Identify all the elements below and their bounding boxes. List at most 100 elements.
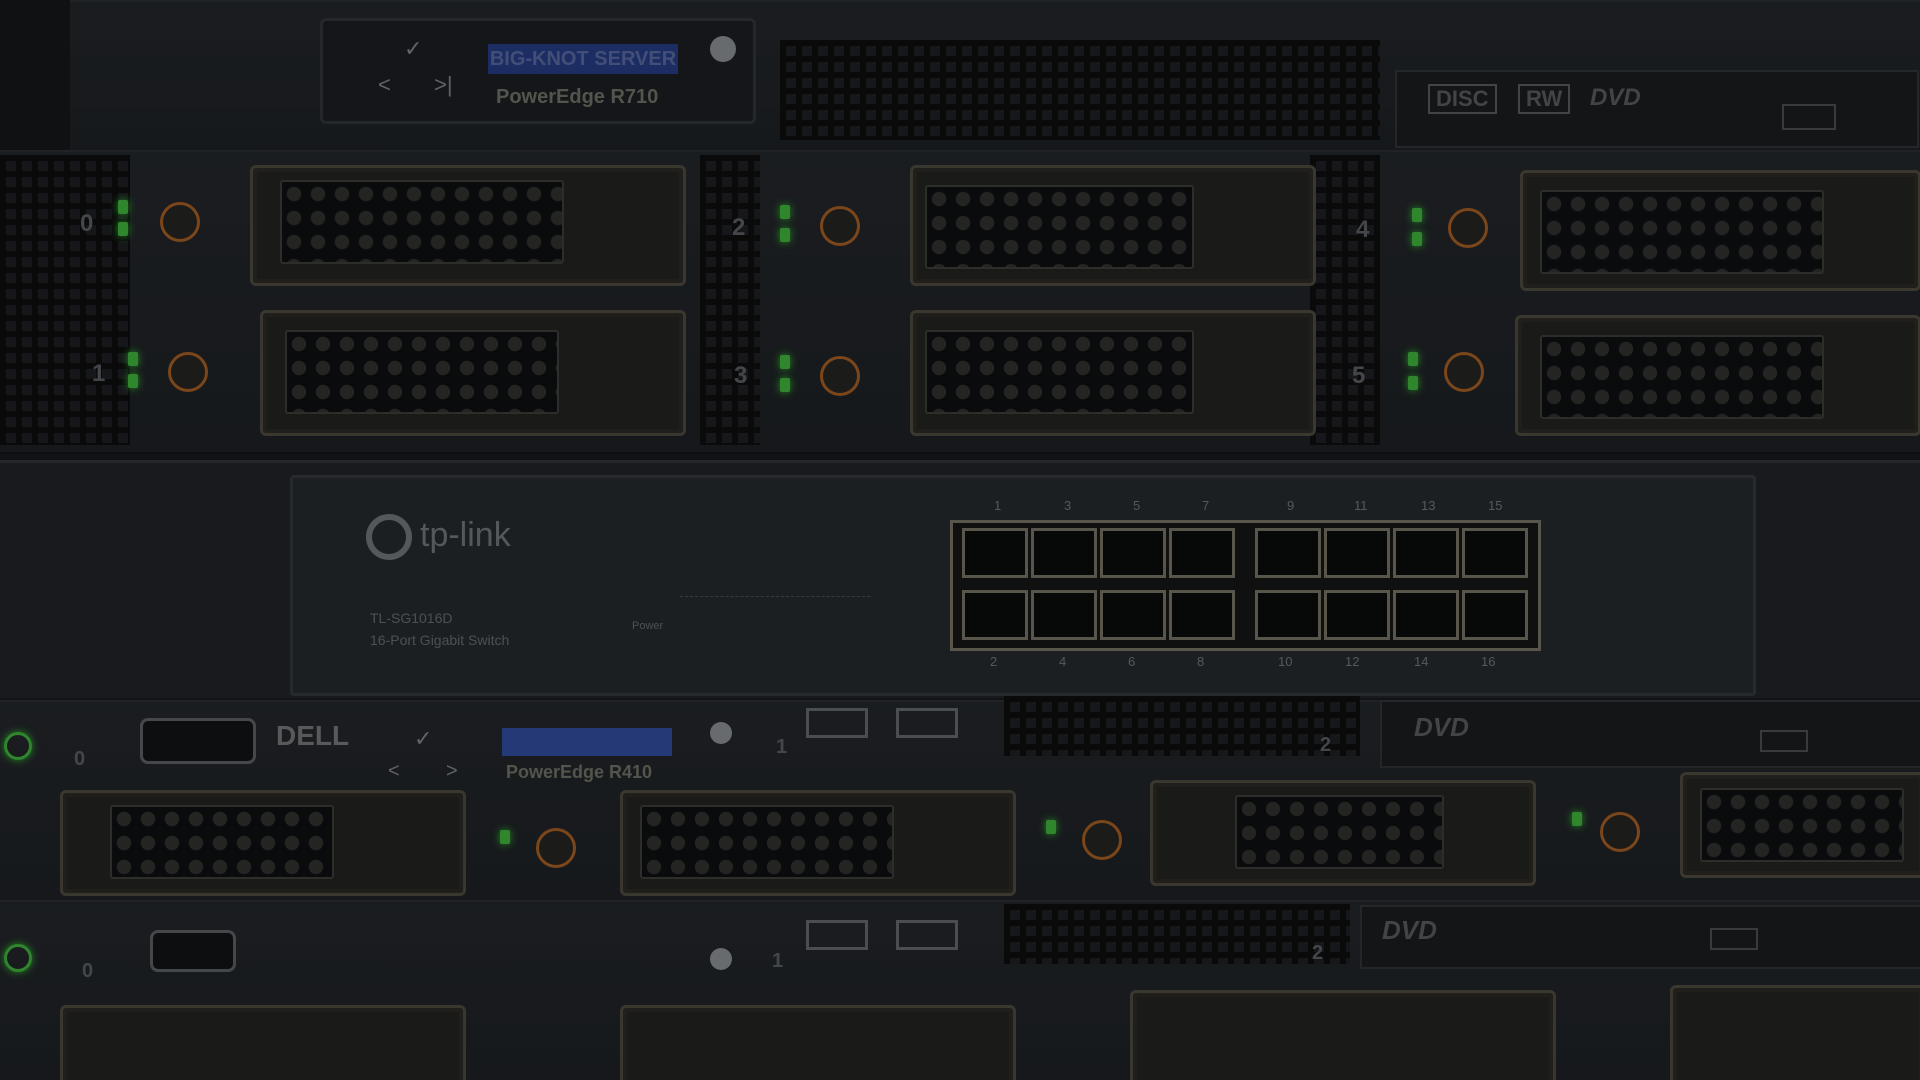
ethernet-port[interactable] (1393, 528, 1459, 578)
caddy-vent (1700, 788, 1904, 862)
bay-number-4: 4 (1356, 216, 1370, 243)
ethernet-port[interactable] (1169, 528, 1235, 578)
drive-release-button[interactable] (1448, 208, 1488, 248)
caddy-vent (1540, 335, 1824, 419)
vga-port (150, 930, 236, 972)
drive-release-button[interactable] (536, 828, 576, 868)
side-vent-mid (700, 155, 760, 445)
ethernet-port[interactable] (1324, 528, 1390, 578)
rw-logo: RW (1518, 84, 1571, 114)
ethernet-port[interactable] (1100, 590, 1166, 640)
system-id-button[interactable] (710, 948, 732, 970)
drive-led (1412, 208, 1422, 222)
system-id-button[interactable] (710, 36, 736, 62)
caddy-vent (285, 330, 559, 414)
front-vent-grill (780, 40, 1380, 140)
vga-port (140, 718, 256, 764)
dvd-logo: DVD (1382, 915, 1437, 945)
ethernet-port[interactable] (1169, 590, 1235, 640)
drive-release-button[interactable] (168, 352, 208, 392)
drive-led (1412, 232, 1422, 246)
bay-number-0: 0 (74, 748, 86, 770)
lcd-left-arrow-icon[interactable]: < (388, 760, 400, 782)
eject-button[interactable] (1710, 928, 1758, 950)
ethernet-port[interactable] (1393, 590, 1459, 640)
lcd-left-arrow-icon[interactable]: < (378, 72, 391, 97)
usb-port (896, 708, 958, 738)
power-button-icon[interactable] (4, 944, 32, 972)
dvd-logo: DVD (1590, 84, 1641, 111)
drive-release-button[interactable] (160, 202, 200, 242)
port-number: 14 (1414, 654, 1429, 669)
lcd-check-icon[interactable]: ✓ (414, 726, 433, 751)
ethernet-port[interactable] (1255, 590, 1321, 640)
port-number: 12 (1345, 654, 1360, 669)
port-number: 1 (994, 498, 1002, 513)
ethernet-port[interactable] (1255, 528, 1321, 578)
rack-rail-left (0, 0, 70, 150)
power-button-icon[interactable] (4, 732, 32, 760)
port-number: 16 (1481, 654, 1496, 669)
port-number: 10 (1278, 654, 1293, 669)
drive-led (780, 378, 790, 392)
drive-release-button[interactable] (1600, 812, 1640, 852)
bay-number-2: 2 (1320, 734, 1332, 756)
eject-button[interactable] (1782, 104, 1836, 130)
lcd-display-blank (502, 728, 672, 756)
lcd-right-arrow-icon[interactable]: >| (434, 72, 453, 97)
drive-release-button[interactable] (820, 356, 860, 396)
dell-logo: DELL (276, 720, 350, 751)
usb-port (806, 708, 868, 738)
drive-led (128, 374, 138, 388)
optical-drive (1360, 905, 1920, 969)
lcd-check-icon[interactable]: ✓ (404, 36, 423, 61)
front-vent-grill (1004, 904, 1350, 964)
drive-led (118, 200, 128, 214)
ethernet-port[interactable] (1324, 590, 1390, 640)
caddy-vent (925, 185, 1194, 269)
drive-release-button[interactable] (820, 206, 860, 246)
optical-drive (1395, 70, 1919, 148)
ethernet-port[interactable] (1031, 528, 1097, 578)
drive-led (780, 228, 790, 242)
drive-release-button[interactable] (1082, 820, 1122, 860)
drive-caddy[interactable] (1130, 990, 1556, 1080)
bay-number-3: 3 (734, 362, 748, 389)
port-number: 3 (1064, 498, 1072, 513)
dvd-logo: DVD (1414, 712, 1469, 742)
drive-caddy[interactable] (1670, 985, 1920, 1080)
drive-led (1408, 352, 1418, 366)
port-number: 15 (1488, 498, 1503, 513)
led-divider (680, 596, 870, 597)
ethernet-port[interactable] (1462, 590, 1528, 640)
ethernet-port[interactable] (962, 590, 1028, 640)
system-id-button[interactable] (710, 722, 732, 744)
power-label: Power (632, 620, 664, 632)
caddy-vent (1540, 190, 1824, 274)
drive-release-button[interactable] (1444, 352, 1484, 392)
port-number: 5 (1133, 498, 1141, 513)
drive-caddy[interactable] (60, 1005, 466, 1080)
usb-port (896, 920, 958, 950)
drive-led (128, 352, 138, 366)
port-number: 9 (1287, 498, 1295, 513)
server-model-label: PowerEdge R710 (496, 86, 659, 108)
drive-led (1572, 812, 1582, 826)
ethernet-port[interactable] (1031, 590, 1097, 640)
ethernet-port[interactable] (962, 528, 1028, 578)
bay-number-2: 2 (732, 214, 746, 241)
ethernet-port[interactable] (1100, 528, 1166, 578)
side-vent-right (1310, 155, 1380, 445)
ethernet-port[interactable] (1462, 528, 1528, 578)
bay-number-1: 1 (776, 736, 788, 758)
drive-caddy[interactable] (620, 1005, 1016, 1080)
bay-number-0: 0 (82, 960, 94, 982)
drive-led (1408, 376, 1418, 390)
drive-led (500, 830, 510, 844)
bay-number-2: 2 (1312, 942, 1324, 964)
port-number: 11 (1354, 498, 1368, 513)
eject-button[interactable] (1760, 730, 1808, 752)
drive-led (118, 222, 128, 236)
lcd-right-arrow-icon[interactable]: > (446, 760, 458, 782)
